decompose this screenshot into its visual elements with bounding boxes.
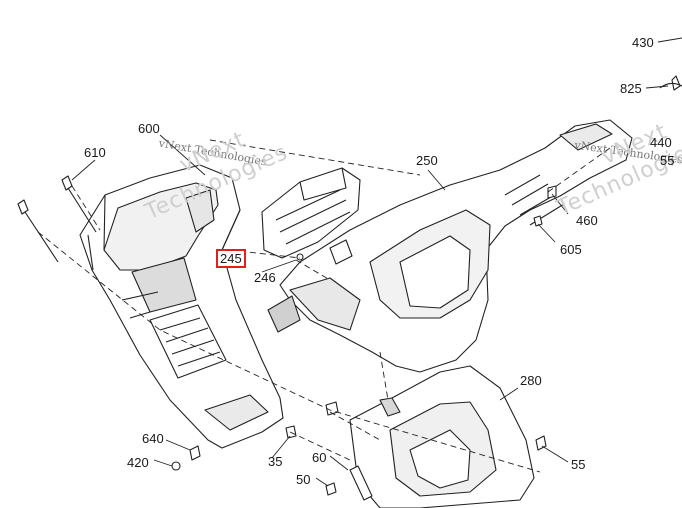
part-label-60[interactable]: 60 [312, 450, 327, 465]
part-label-825[interactable]: 825 [620, 81, 642, 96]
bracket-part-245 [261, 167, 361, 259]
part-label-55[interactable]: 55 [660, 153, 675, 168]
part-label-440[interactable]: 440 [650, 135, 672, 150]
part-label-610[interactable]: 610 [84, 145, 106, 160]
fasteners [171, 75, 682, 501]
part-label-280[interactable]: 280 [520, 373, 542, 388]
lower-bracket-part-280 [349, 365, 535, 508]
part-label-430[interactable]: 430 [632, 35, 654, 50]
part-label-245[interactable]: 245 [216, 249, 246, 268]
part-label-640[interactable]: 640 [142, 431, 164, 446]
part-label-55-lower[interactable]: 55 [571, 457, 586, 472]
part-label-35[interactable]: 35 [268, 454, 283, 469]
part-label-460[interactable]: 460 [576, 213, 598, 228]
bolt-part-610 [17, 175, 97, 263]
part-label-50[interactable]: 50 [296, 472, 311, 487]
part-label-420[interactable]: 420 [127, 455, 149, 470]
housing-part-250 [267, 119, 633, 373]
alignment-lines [37, 139, 611, 473]
part-label-600[interactable]: 600 [138, 121, 160, 136]
part-label-250[interactable]: 250 [416, 153, 438, 168]
left-frame-part-600 [79, 164, 284, 449]
part-label-605[interactable]: 605 [560, 242, 582, 257]
leader-lines [71, 37, 682, 487]
part-label-246[interactable]: 246 [254, 270, 276, 285]
